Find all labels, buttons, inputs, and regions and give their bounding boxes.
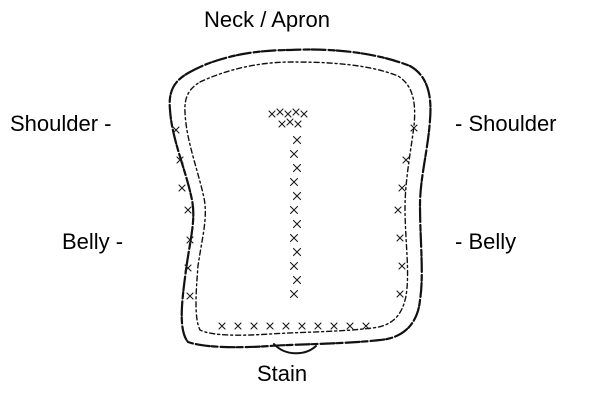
stitch-mark [291,207,298,214]
stitch-mark [347,323,353,329]
stitch-mark [397,235,403,241]
stitch-mark [277,109,283,115]
stitch-mark [295,121,301,127]
stitch-mark [397,291,403,297]
stitch-mark [331,323,337,329]
stitch-mark [294,277,301,284]
cut-line-stitches [173,109,417,329]
stitch-mark [294,193,301,200]
stitch-mark [235,323,241,329]
stitch-mark [294,165,301,172]
stitch-mark [291,179,298,186]
stitch-mark [219,323,225,329]
shoulder-right-label: - Shoulder [455,111,557,137]
neck-apron-label: Neck / Apron [204,7,330,33]
stitch-mark [287,119,293,125]
stitch-mark [294,137,301,144]
stitch-mark [301,111,307,117]
stitch-mark [294,249,301,256]
stitch-mark [293,109,299,115]
stitch-mark [283,323,289,329]
stitch-mark [267,323,273,329]
belly-right-label: - Belly [455,229,516,255]
shoulder-left-label: Shoulder - [10,111,112,137]
stitch-mark [185,207,191,213]
stitch-mark [187,293,193,299]
stitch-mark [399,185,405,191]
stitch-mark [291,291,298,298]
stitch-mark [299,323,305,329]
stitch-mark [395,207,401,213]
stitch-mark [399,263,405,269]
stitch-mark [291,263,298,270]
stitch-mark [179,185,185,191]
stitch-mark [285,111,291,117]
stitch-mark [291,235,298,242]
stitch-mark [403,157,409,163]
stitch-mark [279,121,285,127]
stain-label: Stain [257,361,307,387]
stitch-mark [315,323,321,329]
stitch-mark [269,111,275,117]
stitch-mark [291,151,298,158]
belly-left-label: Belly - [62,229,123,255]
stitch-mark [251,323,257,329]
stitch-mark [294,221,301,228]
